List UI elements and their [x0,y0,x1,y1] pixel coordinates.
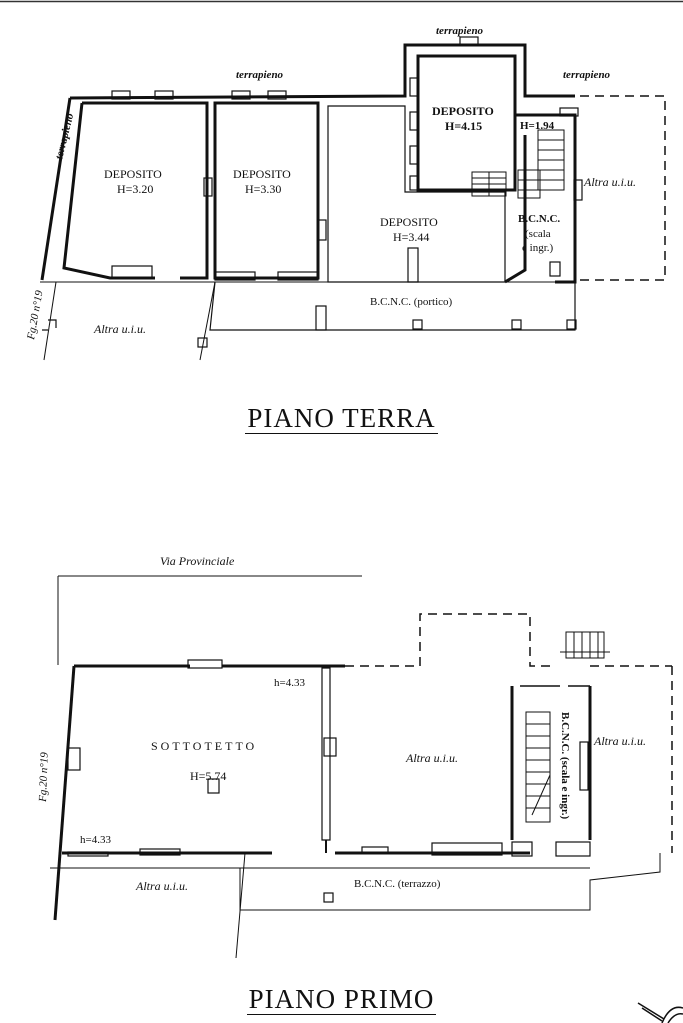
parcel-label: Fg.20 n°19 [25,289,46,341]
room-height: H=3.44 [393,230,429,244]
room-label: SOTTOTETTO [151,739,257,753]
parcel-label: Fg.20 n°19 [37,752,51,804]
ground-floor-labels: terrapieno terrapieno terrapieno terrapi… [25,25,636,342]
room-label: Altra u.i.u. [135,879,188,893]
room-label: e ingr.) [522,242,553,254]
room-label: DEPOSITO [233,167,291,181]
first-floor-labels: Via Provinciale SOTTOTETTO H=5.74 h=4.33… [37,554,646,893]
room-label: (scala [525,228,551,240]
room-height: h=4.33 [80,834,111,846]
area-label: B.C.N.C. (terrazzo) [354,878,441,890]
room-label: DEPOSITO [104,167,162,181]
terrapieno-label: terrapieno [236,69,284,81]
room-label: DEPOSITO [380,215,438,229]
ground-floor-title: PIANO TERRA [0,403,683,434]
room-label: Altra u.i.u. [405,751,458,765]
room-label: B.C.N.C. [518,213,560,225]
room-label: Altra u.i.u. [93,322,146,336]
room-height: H=3.20 [117,182,153,196]
ground-floor-plan [40,36,666,361]
room-height: h=4.33 [274,677,305,689]
room-label: B.C.N.C. (scala e ingr.) [559,712,571,819]
first-floor-title: PIANO PRIMO [0,984,683,1015]
area-label: B.C.N.C. (portico) [370,296,453,308]
first-floor-title-text: PIANO PRIMO [246,984,437,1015]
terrapieno-label: terrapieno [563,69,611,81]
room-height: H=4.15 [445,119,482,133]
ground-floor-title-text: PIANO TERRA [245,403,438,434]
north-arrow-icon [637,1002,683,1023]
room-height: H=3.30 [245,182,281,196]
terrapieno-label: terrapieno [53,112,76,161]
room-label: DEPOSITO [432,104,494,118]
street-label: Via Provinciale [160,554,235,568]
room-label: Altra u.i.u. [593,734,646,748]
room-label: Altra u.i.u. [583,175,636,189]
terrapieno-label: terrapieno [436,25,484,37]
room-height: H=5.74 [190,769,226,783]
first-floor-plan [50,575,673,959]
room-height: H=1.94 [520,120,555,132]
